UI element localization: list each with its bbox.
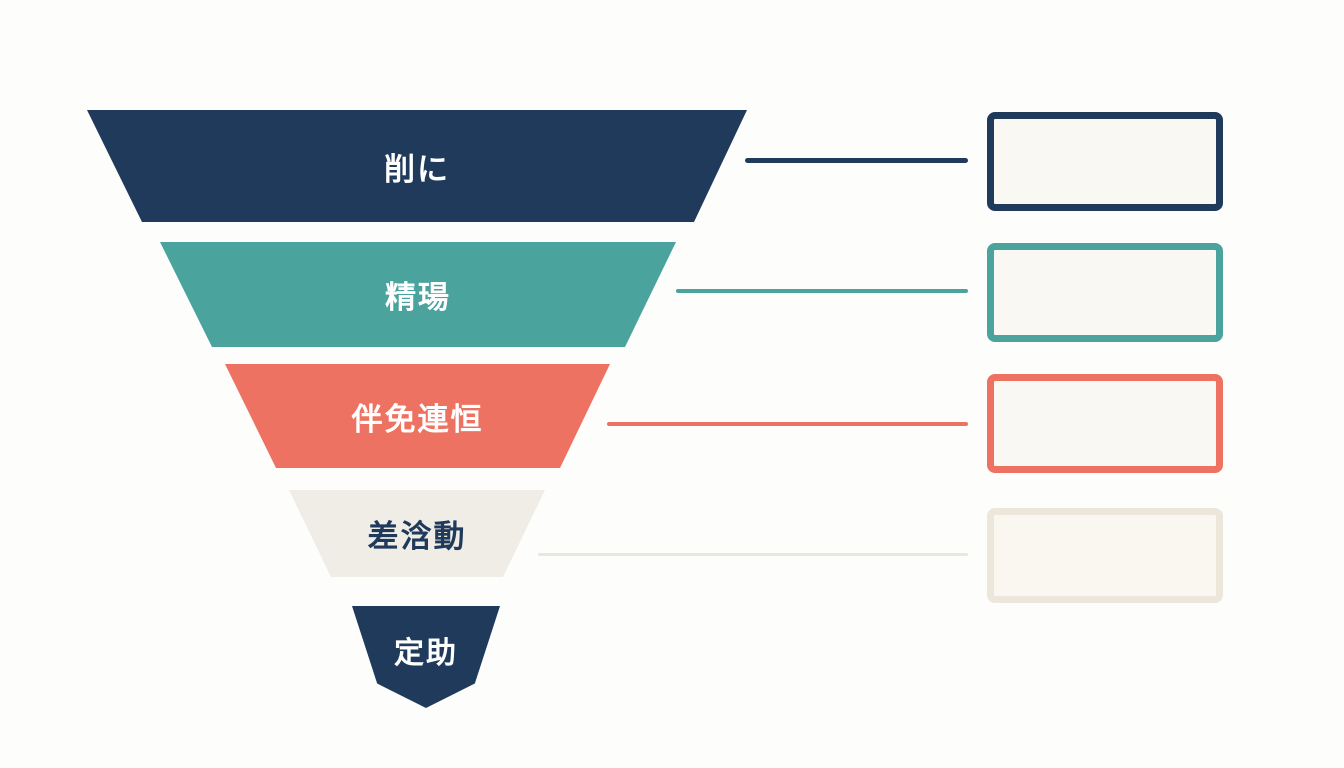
- callout-box-3: [987, 374, 1223, 473]
- callout-box-1: [987, 112, 1223, 211]
- funnel-terminal-label: 定助: [394, 637, 458, 670]
- callout-box-2: [987, 243, 1223, 342]
- connector-line-1: [745, 158, 968, 163]
- funnel-tier-1: 削に: [87, 110, 747, 222]
- funnel-tier-2: 精瑒: [160, 242, 676, 347]
- funnel-terminal-shape: 定助: [352, 606, 500, 708]
- connector-line-3: [607, 422, 968, 426]
- funnel-tier-3-label: 伴免連恒: [351, 401, 484, 437]
- funnel-tier-3: 伴免連恒: [225, 364, 610, 468]
- connector-line-4: [538, 553, 968, 556]
- funnel-tier-4-label: 差浛動: [367, 519, 467, 554]
- funnel-tier-4: 差浛動: [289, 490, 545, 577]
- funnel-tier-1-label: 削に: [384, 151, 450, 187]
- callout-box-4: [987, 508, 1223, 603]
- funnel-tier-2-label: 精瑒: [385, 280, 451, 315]
- connector-line-2: [676, 289, 968, 293]
